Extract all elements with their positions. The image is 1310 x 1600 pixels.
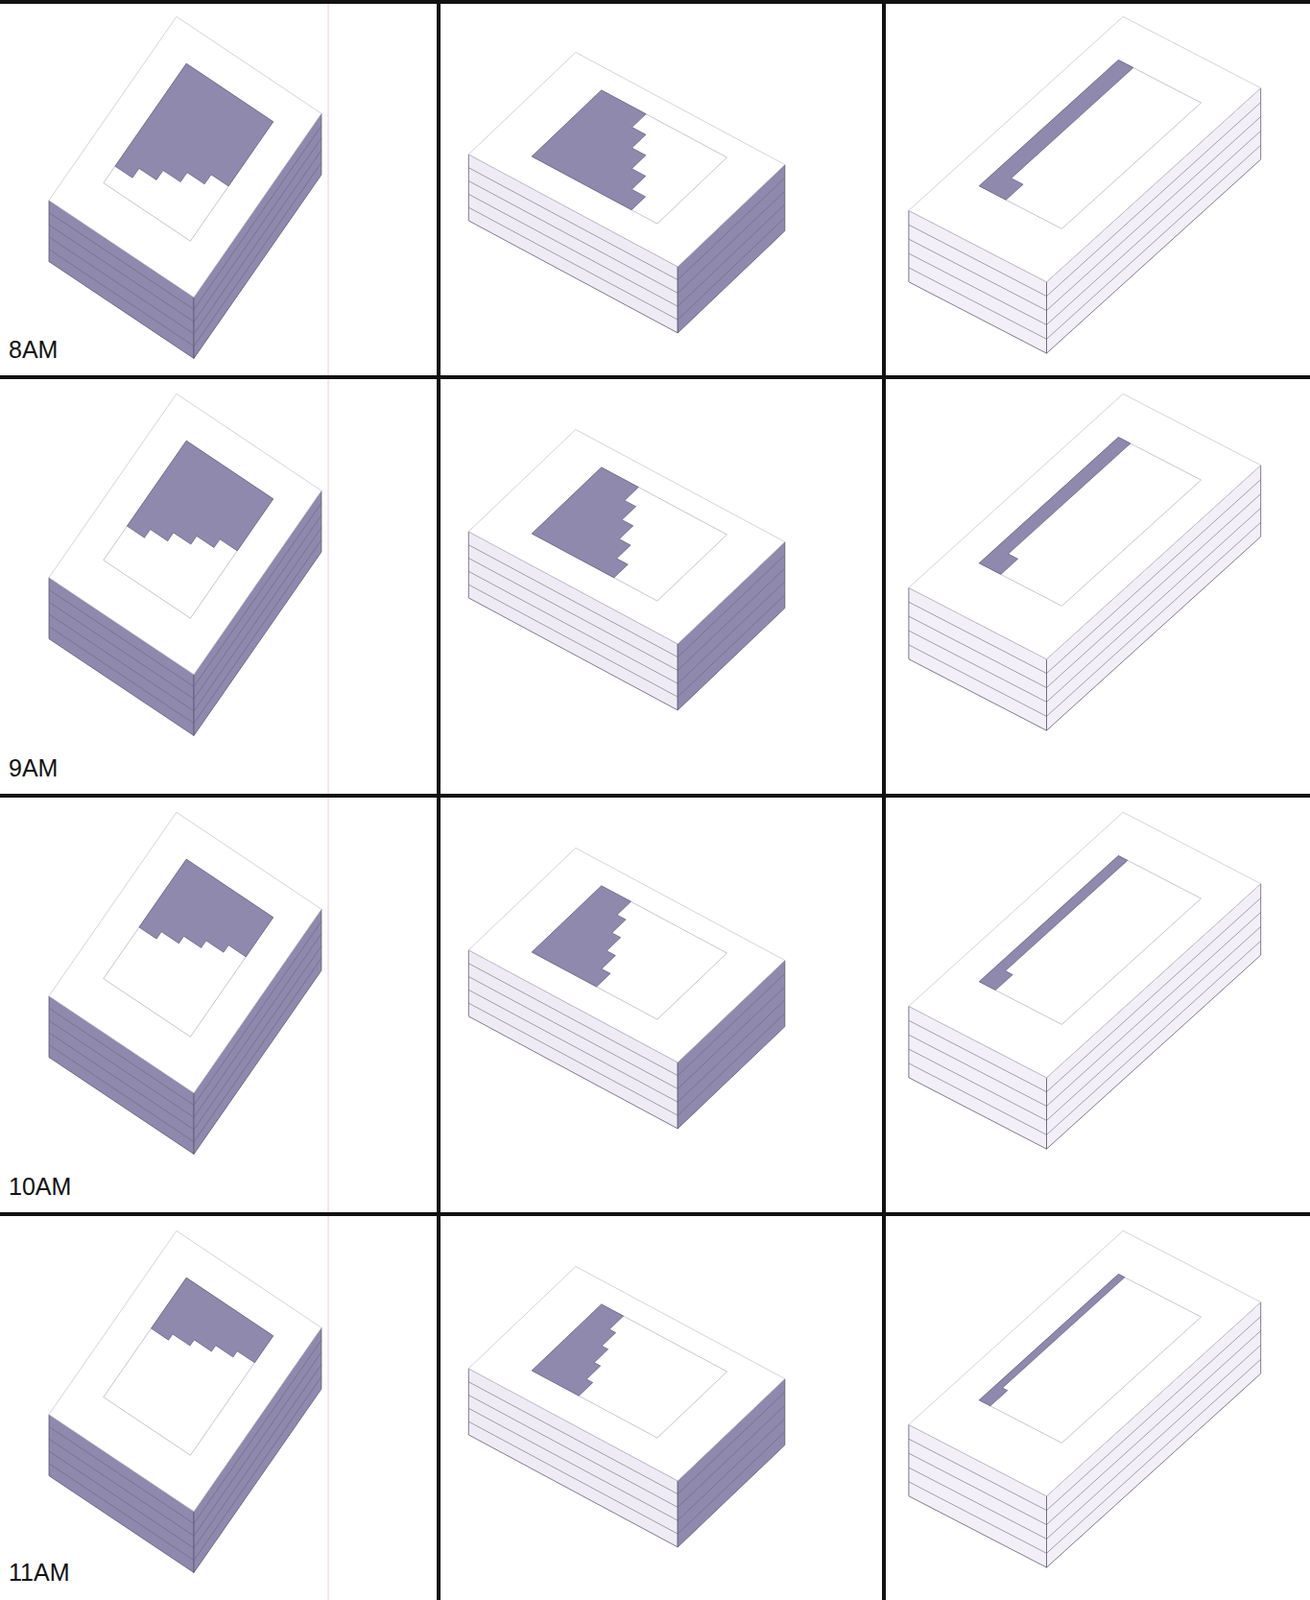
cast-shadow [126,440,273,551]
cast-shadow [531,1304,623,1396]
roof-face [468,1266,786,1481]
building-massing [48,393,322,736]
roof-face [908,1230,1262,1496]
courtyard-outline [103,440,274,619]
cast-shadow [531,885,631,987]
grid-line [0,375,1310,380]
grid-line [881,0,886,1600]
roof-face [908,393,1262,659]
building-massing [908,811,1262,1149]
courtyard-outline [531,90,727,224]
courtyard-outline [531,885,727,1020]
courtyard-outline [978,60,1201,230]
building-massing [48,1230,322,1572]
courtyard-outline [978,1274,1201,1444]
roof-face [908,16,1262,282]
roof-face [48,393,322,674]
cast-shadow [531,467,639,578]
roof-face [48,1230,322,1511]
cast-shadow [115,63,274,187]
cast-shadow [978,437,1131,575]
roof-face [48,811,322,1093]
roof-face [468,848,786,1063]
time-label: 9AM [8,755,58,783]
building-massing [48,811,322,1154]
time-label: 11AM [8,1559,70,1587]
grid-line [0,1212,1310,1216]
grid-line [436,0,441,1600]
courtyard-outline [103,1277,274,1455]
building-massing [468,848,786,1129]
grid-line [0,793,1310,798]
building-massing [48,16,322,358]
cast-shadow [139,858,274,957]
guide-line [328,0,330,1600]
building-massing [908,1230,1262,1568]
building-massing [468,1266,786,1548]
roof-face [48,16,322,297]
roof-face [908,811,1262,1077]
courtyard-outline [531,1304,727,1438]
courtyard-outline [103,63,274,241]
grid-line [0,0,1310,4]
building-massing [908,393,1262,731]
cast-shadow [978,1274,1125,1406]
courtyard-outline [103,858,274,1037]
time-label: 8AM [8,336,58,364]
building-massing [908,16,1262,354]
building-massing [468,429,786,711]
cast-shadow [151,1277,274,1363]
cast-shadow [978,60,1134,201]
cast-shadow [531,90,646,211]
courtyard-outline [531,467,727,601]
courtyard-outline [978,437,1201,607]
courtyard-outline [978,856,1201,1025]
roof-face [468,52,786,267]
roof-face [468,429,786,644]
building-massing [468,52,786,334]
time-label: 10AM [8,1173,72,1201]
cast-shadow [978,856,1128,991]
